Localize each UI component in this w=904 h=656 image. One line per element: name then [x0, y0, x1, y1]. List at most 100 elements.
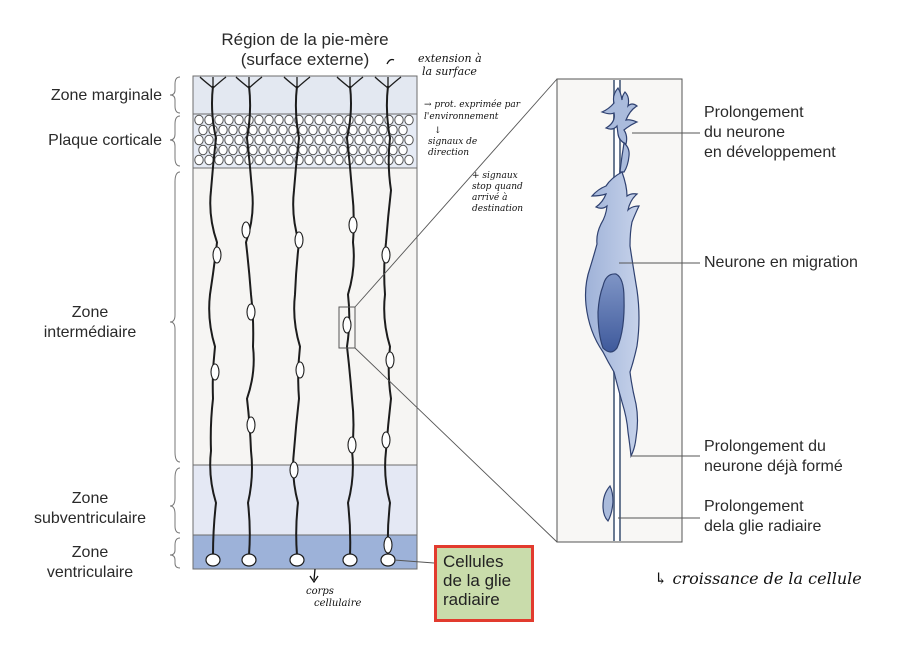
cortical-cell — [238, 124, 248, 136]
cortical-cell — [324, 154, 334, 166]
zone-intermediate-band — [193, 168, 417, 465]
migrating-neuron-soma — [295, 361, 305, 379]
cortical-cell — [214, 114, 224, 126]
cortical-cell — [284, 134, 294, 146]
cortical-cell — [354, 114, 364, 126]
cortical-cell — [224, 154, 234, 166]
zone-label-subventricular: Zone subventriculaire — [33, 490, 147, 527]
cortical-cell — [354, 134, 364, 146]
cortical-cell — [254, 134, 264, 146]
cortical-cell — [324, 134, 334, 146]
cortical-cell — [368, 124, 378, 136]
note-cell-growth: ↳ croissance de la cellule — [654, 569, 862, 588]
pia-line-1: Région de la pie-mère — [221, 30, 389, 49]
cortical-cell — [288, 124, 298, 136]
label-migrating-neuron: Neurone en migration — [704, 254, 858, 271]
cortical-cell — [244, 134, 254, 146]
cortical-cell — [308, 124, 318, 136]
cortical-cell — [404, 154, 414, 166]
cortical-cell — [298, 124, 308, 136]
cortical-cell — [304, 134, 314, 146]
radial-glia-cell-body — [289, 553, 305, 567]
cortical-cell — [278, 144, 288, 156]
cortical-cell — [234, 134, 244, 146]
cortical-cell — [214, 154, 224, 166]
fiber-endfoot — [336, 76, 364, 89]
cortical-cell — [284, 154, 294, 166]
cortical-cell — [278, 124, 288, 136]
cortical-plate-cells — [194, 114, 414, 166]
cortical-cell — [374, 154, 384, 166]
radial-fiber — [244, 85, 255, 556]
pia-line-2: (surface externe) — [240, 50, 370, 69]
cortical-cell — [274, 114, 284, 126]
zone-marginal-band — [193, 76, 417, 114]
radial-fiber — [383, 85, 393, 556]
cortical-cell — [344, 134, 354, 146]
cortical-cell — [254, 154, 264, 166]
cortical-cell — [264, 134, 274, 146]
cortical-cell — [314, 154, 324, 166]
note-direction-signals: ↓ signaux de direction — [428, 126, 478, 158]
cortical-cell — [394, 154, 404, 166]
hand-arrows — [309, 58, 395, 584]
fiber-endfoot — [199, 76, 227, 89]
cortical-cell — [218, 124, 228, 136]
note-extension-surface: extension à la surface — [418, 52, 482, 78]
fiber-endfoot — [235, 76, 263, 89]
cortical-cell — [318, 144, 328, 156]
migrating-neuron-soma — [385, 351, 395, 369]
cortical-cell — [374, 134, 384, 146]
cortical-cell — [198, 124, 208, 136]
cortical-cell — [338, 144, 348, 156]
cortical-cell — [288, 144, 298, 156]
zone-label-ventricular: Zone ventriculaire — [46, 544, 134, 581]
cortical-cell — [328, 144, 338, 156]
fiber-endfoot — [374, 76, 402, 89]
zoom-label-leaders — [393, 132, 700, 564]
cortical-cell — [258, 144, 268, 156]
migrating-neuron-soma — [212, 246, 222, 264]
cortical-cell — [348, 144, 358, 156]
cortical-cell — [264, 114, 274, 126]
cortical-cell — [284, 114, 294, 126]
cortical-cell — [374, 114, 384, 126]
zone-subventricular-band — [193, 465, 417, 535]
cortical-cell — [258, 124, 268, 136]
cortical-cell — [228, 144, 238, 156]
cortical-cell — [228, 124, 238, 136]
cortical-cell — [354, 154, 364, 166]
radial-glia-callout: Cellules de la glie radiaire — [434, 545, 534, 622]
cortical-cell — [334, 114, 344, 126]
cortical-cell — [308, 144, 318, 156]
zone-label-intermediate: Zone intermédiaire — [43, 304, 137, 341]
cortical-cell — [198, 144, 208, 156]
zoom-indicator — [338, 306, 356, 349]
cortical-cell — [384, 114, 394, 126]
cortical-cell — [248, 144, 258, 156]
cortical-cell — [328, 124, 338, 136]
cortical-cell — [224, 114, 234, 126]
label-developing-process: Prolongement du neurone en développement — [704, 104, 836, 161]
cortical-cell — [398, 124, 408, 136]
migrating-neuron-soma — [246, 416, 256, 434]
cortical-cell — [334, 154, 344, 166]
cortical-cell — [364, 114, 374, 126]
zone-brackets — [169, 76, 181, 569]
pia-region-label: Région de la pie-mère (surface externe) — [200, 30, 410, 70]
note-stop-signals: + signaux stop quand arrivé à destinatio… — [472, 171, 524, 214]
cortical-cell — [394, 114, 404, 126]
cortical-cell — [404, 114, 414, 126]
note-protein-environment: → prot. exprimée par l'environnement — [424, 100, 521, 122]
migrating-neuron — [584, 86, 640, 522]
cortical-cell — [338, 124, 348, 136]
cortical-cell — [194, 134, 204, 146]
cortical-cell — [364, 154, 374, 166]
migrating-neuron-soma — [348, 216, 358, 234]
cortical-cell — [378, 144, 388, 156]
cortical-cell — [264, 154, 274, 166]
cortical-cell — [204, 154, 214, 166]
note-cell-body: corps cellulaire — [306, 586, 362, 609]
cortical-cell — [194, 154, 204, 166]
